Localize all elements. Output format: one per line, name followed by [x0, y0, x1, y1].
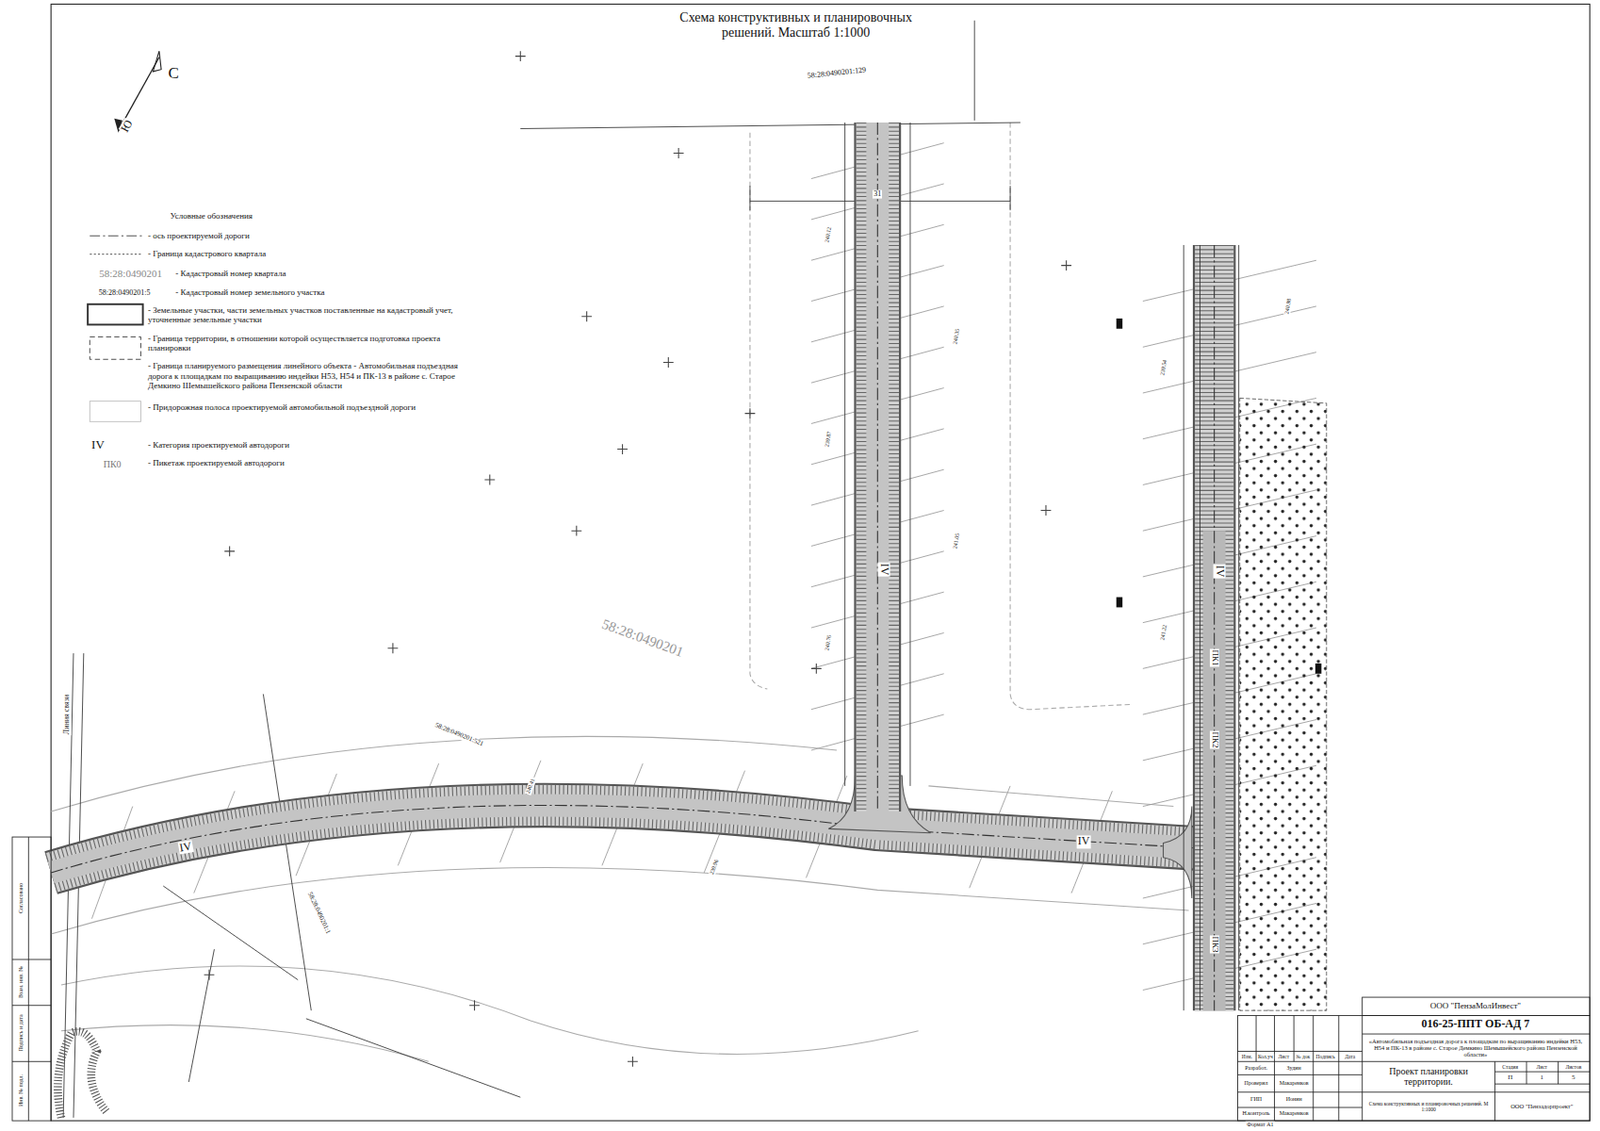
title-block-text: Дата [1343, 1053, 1356, 1060]
elevation-mark: 240.41 [524, 776, 538, 796]
elevation-mark: 239.87 [823, 429, 833, 448]
legend-sample-text: ПК0 [102, 457, 123, 469]
elevation-mark: 239.96 [708, 858, 721, 878]
parcel-number: 58:28:0490201:129 [805, 65, 867, 82]
elevation-mark: 240.35 [951, 327, 962, 346]
legend-sample-text: 58:28:0490201:5 [97, 288, 152, 297]
cadastral-lines [63, 20, 1021, 1118]
legend-text: - Земельные участки, части земельных уча… [147, 305, 485, 326]
sheet-frame [50, 3, 1590, 1121]
title-block-text: ООО "ПензаМолИнвест" [1429, 1001, 1522, 1012]
stamp-text: Инв. № подл. [16, 1072, 24, 1107]
sheet-title: Схема конструктивных и планировочных реш… [653, 10, 939, 41]
south-letter: Ю [118, 117, 137, 136]
title-block-text: Проект планировки территории. [1366, 1065, 1491, 1087]
road-category: IV [1077, 835, 1092, 849]
legend-text: - ось проектируемой дороги [147, 230, 455, 241]
survey-crosses [204, 50, 1072, 1066]
title-block-text: Разработ. [1243, 1063, 1269, 1071]
title-block-text: Зудин [1286, 1063, 1303, 1071]
title-block-text: П [1506, 1074, 1514, 1082]
picket-label: ПК1 [1209, 649, 1220, 668]
quarter-number: 58:28:0490201 [599, 615, 687, 660]
sheet-format: Формат А1 [1245, 1121, 1274, 1128]
stamp-text: Взам. инв. № [16, 964, 24, 999]
legend-text: - Кадастровый номер земельного участка [175, 287, 461, 297]
dimension: 31 [872, 189, 882, 198]
forest-area [1240, 397, 1327, 1011]
title-block-text: 1 [1539, 1074, 1546, 1082]
title-block-text: Макаренков [1278, 1079, 1310, 1087]
title-block-text: Проверил [1243, 1079, 1270, 1087]
legend-text: - Придорожная полоса проектируемой автом… [147, 402, 475, 412]
elevation-mark: 241.22 [1159, 623, 1169, 642]
title-block-text: Макаренков [1278, 1110, 1310, 1117]
title-block-text: Стадия [1501, 1063, 1519, 1070]
existing-road [57, 1030, 107, 1118]
line-label: Линия связи [63, 693, 72, 735]
picket-label: ПК3 [1209, 934, 1220, 953]
north-letter: С [166, 65, 180, 83]
legend-text: - Категория проектируемой автодороги [147, 440, 455, 450]
road-category: IV [1212, 564, 1225, 579]
title-block-text: Лист [1535, 1063, 1550, 1070]
title-block-text: 5 [1570, 1074, 1577, 1082]
territory-boundary [50, 122, 1189, 1062]
title-block-text: Лист [1277, 1053, 1291, 1060]
legend-text: - Граница территории, в отношении которо… [147, 333, 455, 354]
legend-sample-text: IV [90, 438, 106, 452]
title-block-text: ГИП [1249, 1095, 1263, 1103]
elevation-mark: 240.76 [823, 634, 833, 653]
branch-road [845, 122, 911, 812]
title-block-text: Листов [1564, 1063, 1583, 1070]
title-block-text: № док [1294, 1053, 1311, 1060]
title-block-text: Н.контроль [1241, 1110, 1272, 1117]
title-block-text: «Автомобильная подъездная дорога к площа… [1364, 1037, 1586, 1058]
stamp-text: Согласовано [16, 881, 24, 915]
stamp-text: Подпись и дата [16, 1012, 24, 1052]
road-category: IV [877, 562, 890, 577]
legend-text: - Граница планируемого размещения линейн… [147, 360, 470, 391]
elevation-mark: 239.54 [1159, 358, 1169, 376]
road-category: IV [178, 839, 195, 855]
title-block-text: Подпись [1315, 1053, 1337, 1060]
legend-text: - Пикетаж проектируемой автодороги [147, 457, 455, 468]
side-road [1183, 244, 1239, 1011]
north-arrow [114, 50, 162, 133]
legend-text: - Кадастровый номер квартала [175, 268, 461, 278]
title-block-text: 016-25-ППТ ОБ-АД 7 [1420, 1018, 1531, 1031]
title-block [12, 836, 1590, 1121]
title-block-text: Кол.уч [1257, 1053, 1274, 1060]
parcel-number: 58:28:0490201:521 [433, 720, 487, 748]
parcel-number: 58:28:0490201:1 [305, 890, 332, 936]
elevation-mark: 240.98 [1283, 296, 1293, 315]
legend-text: - Граница кадастрового квартала [147, 248, 455, 259]
elevation-mark: 241.05 [951, 531, 962, 550]
legend-samples [87, 235, 143, 422]
title-block-text: Изм. [1240, 1053, 1254, 1060]
picket-label: ПК2 [1209, 731, 1220, 750]
legend-sample-text: 58:28:0490201 [97, 267, 164, 279]
title-block-text: Схема конструктивных и планировочных реш… [1366, 1100, 1491, 1112]
title-block-text: Ионин [1285, 1095, 1304, 1103]
main-road [50, 804, 1215, 872]
title-block-text: ООО "Пензадорпроект" [1509, 1102, 1574, 1110]
legend-heading: Условные обозначения [168, 212, 254, 222]
elevation-mark: 240.12 [823, 225, 833, 244]
